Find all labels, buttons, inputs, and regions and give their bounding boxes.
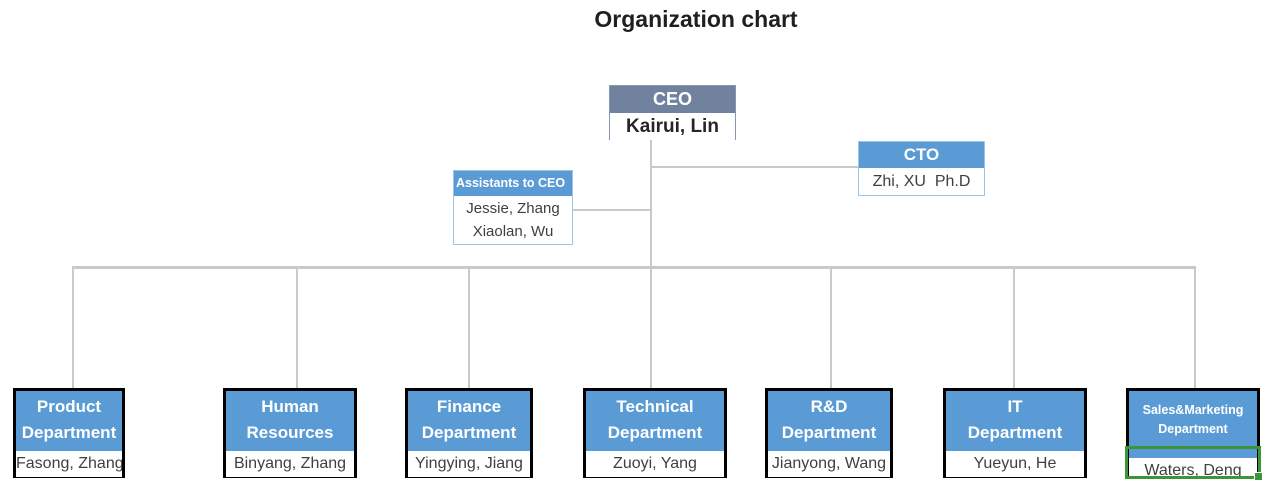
fill-handle[interactable] <box>1254 472 1263 481</box>
node-header: CEO <box>610 86 735 113</box>
dept-title-line: Resources <box>246 423 334 442</box>
dept-title-line: Department <box>1158 422 1228 436</box>
dept-title-line: Finance <box>436 397 502 416</box>
node-assistants-to-ceo[interactable]: Assistants to CEO Jessie, Zhang Xiaolan,… <box>453 170 573 245</box>
dept-title-line: Technical <box>616 397 694 416</box>
node-ceo[interactable]: CEO Kairui, Lin <box>609 85 736 140</box>
node-header: Product Department <box>16 391 122 451</box>
connector-drop-it <box>1013 266 1015 388</box>
person-name[interactable]: Zhi, XU Ph.D <box>859 168 984 195</box>
node-dept-finance[interactable]: Finance Department Yingying, Jiang <box>405 388 533 478</box>
node-header: IT Department <box>946 391 1084 451</box>
node-dept-sales-marketing[interactable]: Sales&Marketing Department Waters, Deng <box>1125 388 1263 484</box>
connector-drop-human-resources <box>296 266 298 388</box>
node-header: Assistants to CEO <box>454 171 572 196</box>
cell-selection-border <box>1125 446 1263 481</box>
node-cto[interactable]: CTO Zhi, XU Ph.D <box>858 141 985 196</box>
person-name: Jessie, Zhang <box>466 200 560 217</box>
node-dept-it[interactable]: IT Department Yueyun, He <box>943 388 1087 478</box>
dept-title-line: IT <box>1007 397 1023 416</box>
person-name[interactable]: Kairui, Lin <box>610 113 735 140</box>
node-header: Technical Department <box>586 391 724 451</box>
person-name[interactable]: Yueyun, He <box>946 451 1084 477</box>
dept-title-line: Department <box>781 423 877 442</box>
node-dept-human-resources[interactable]: Human Resources Binyang, Zhang <box>223 388 357 478</box>
dept-title-line: Human <box>261 397 319 416</box>
dept-title-line: Department <box>967 423 1063 442</box>
connector-drop-product <box>72 266 74 388</box>
person-name[interactable]: Jianyong, Wang <box>768 451 890 477</box>
dept-title-line: R&D <box>810 397 848 416</box>
person-name[interactable]: Fasong, Zhang <box>16 451 122 477</box>
dept-title-line: Department <box>421 423 517 442</box>
person-name[interactable]: Zuoyi, Yang <box>586 451 724 477</box>
node-header: Finance Department <box>408 391 530 451</box>
node-dept-rnd[interactable]: R&D Department Jianyong, Wang <box>765 388 893 478</box>
node-header: Human Resources <box>226 391 354 451</box>
node-dept-technical[interactable]: Technical Department Zuoyi, Yang <box>583 388 727 478</box>
connector-cto-branch <box>651 166 858 168</box>
dept-title-line: Department <box>607 423 703 442</box>
person-name: Xiaolan, Wu <box>472 223 554 240</box>
node-header: R&D Department <box>768 391 890 451</box>
node-dept-product[interactable]: Product Department Fasong, Zhang <box>13 388 125 478</box>
connector-drop-rnd <box>830 266 832 388</box>
connector-main-horizontal <box>72 266 1196 269</box>
connector-assistants-branch <box>573 209 651 211</box>
node-header: CTO <box>859 142 984 168</box>
dept-title-line: Product <box>36 397 102 416</box>
connector-trunk <box>650 140 652 268</box>
connector-drop-sales-marketing <box>1194 266 1196 388</box>
person-name[interactable]: Yingying, Jiang <box>408 451 530 477</box>
connector-drop-finance <box>468 266 470 388</box>
person-name[interactable]: Binyang, Zhang <box>226 451 354 477</box>
node-body[interactable]: Jessie, Zhang Xiaolan, Wu <box>454 196 572 243</box>
person-name[interactable]: Waters, Deng <box>1129 458 1257 484</box>
chart-title: Organization chart <box>594 6 798 32</box>
dept-title-line: Sales&Marketing <box>1142 403 1244 417</box>
connector-drop-technical <box>650 266 652 388</box>
dept-title-line: Department <box>21 423 117 442</box>
